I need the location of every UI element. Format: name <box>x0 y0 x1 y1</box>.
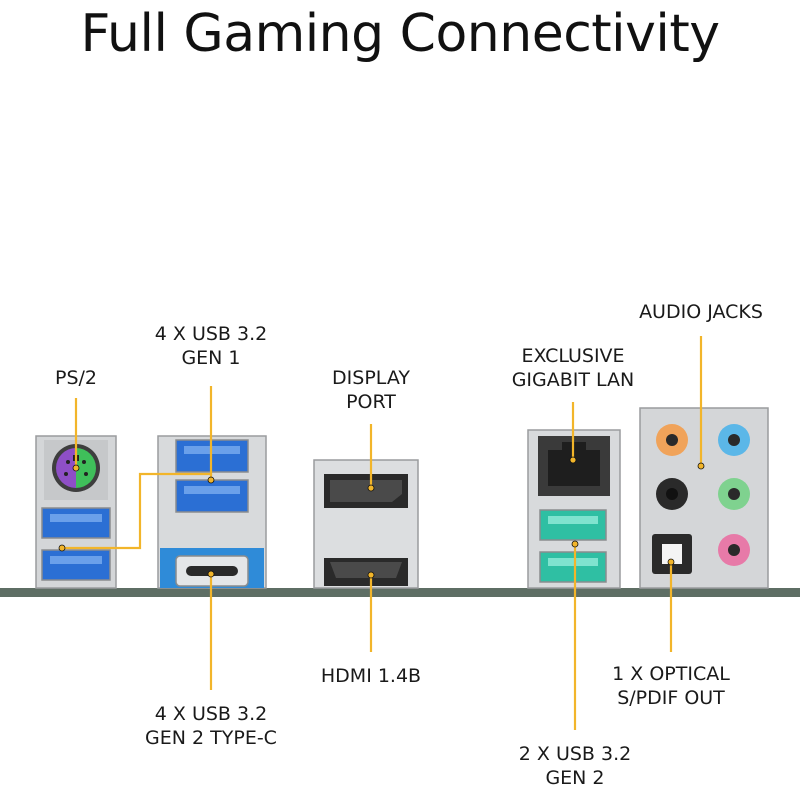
leader-dots <box>58 456 705 579</box>
label-usb32-gen2: 2 X USB 3.2 GEN 2 <box>510 742 640 790</box>
label-line: PORT <box>346 391 396 413</box>
label-line: GEN 1 <box>181 347 241 369</box>
usb-a-port <box>539 551 607 583</box>
usb-a-port <box>41 507 111 539</box>
label-line: GEN 2 <box>545 767 605 789</box>
label-hdmi: HDMI 1.4B <box>320 665 422 687</box>
label-line: 1 X OPTICAL <box>612 663 730 685</box>
label-usb32-gen1: 4 X USB 3.2 GEN 1 <box>146 322 276 370</box>
label-lan: EXCLUSIVE GIGABIT LAN <box>498 344 648 392</box>
video-stack <box>313 459 419 589</box>
label-line: 4 X USB 3.2 <box>154 703 268 725</box>
label-audio-jacks: AUDIO JACKS <box>639 301 763 323</box>
usb-a-port <box>175 479 249 513</box>
label-usb-typec: 4 X USB 3.2 GEN 2 TYPE-C <box>136 702 286 750</box>
label-displayport: DISPLAY PORT <box>306 366 436 414</box>
label-line: 2 X USB 3.2 <box>518 743 632 765</box>
label-line: 4 X USB 3.2 <box>154 323 268 345</box>
motherboard-edge <box>0 588 800 597</box>
usb-a-port <box>539 509 607 541</box>
usb-a-port <box>41 549 111 581</box>
label-line: GIGABIT LAN <box>511 369 635 391</box>
label-ps2: PS/2 <box>54 367 97 389</box>
label-line: DISPLAY <box>332 367 410 389</box>
label-optical: 1 X OPTICAL S/PDIF OUT <box>596 662 746 710</box>
label-line: GEN 2 TYPE-C <box>145 727 277 749</box>
leader-lines <box>62 336 703 730</box>
label-line: S/PDIF OUT <box>617 687 725 709</box>
label-line: EXCLUSIVE <box>521 345 625 367</box>
page-title: Full Gaming Connectivity <box>80 4 720 64</box>
audio-panel <box>639 407 769 589</box>
